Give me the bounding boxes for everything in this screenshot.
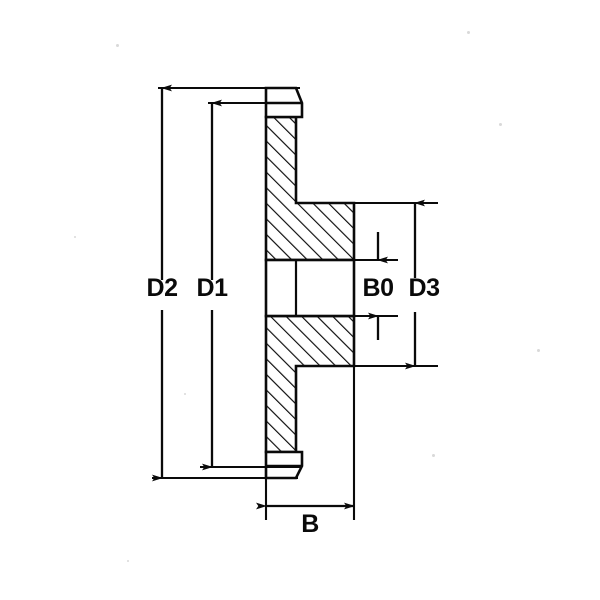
dim-label-b: B <box>301 510 319 538</box>
bore-opening <box>264 258 356 318</box>
lower-section-material <box>264 314 356 454</box>
dim-label-d2: D2 <box>147 274 178 302</box>
upper-section-material <box>264 115 356 262</box>
extension-lines <box>152 86 438 520</box>
dimension-lines <box>152 84 425 510</box>
dim-label-b0: B0 <box>363 274 394 302</box>
dimension-labels: D2 D1 B0 D3 B <box>147 274 440 538</box>
sprocket-body-section <box>264 86 356 480</box>
dim-label-d1: D1 <box>197 274 229 302</box>
dim-label-d3: D3 <box>409 274 440 302</box>
